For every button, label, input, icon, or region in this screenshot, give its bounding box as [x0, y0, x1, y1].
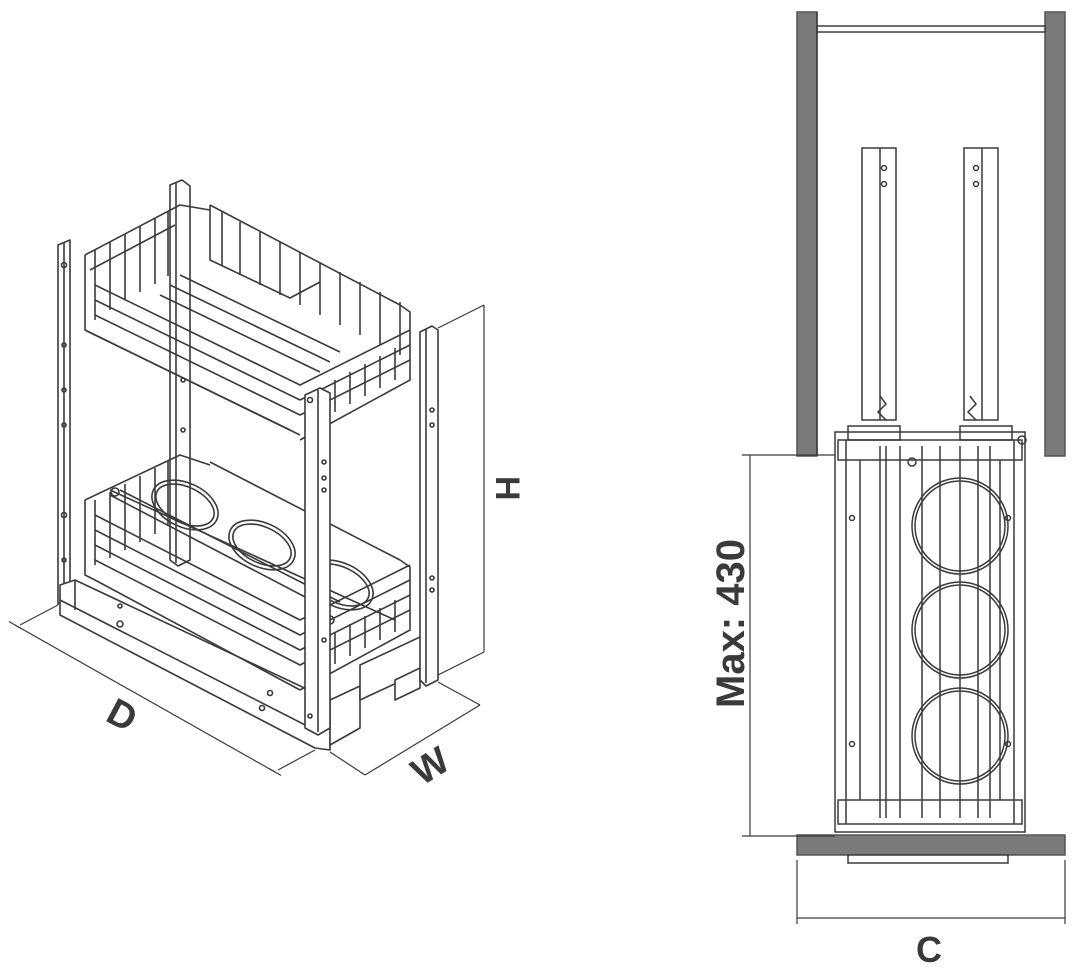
dimension-width	[329, 681, 481, 776]
lower-basket	[84, 454, 411, 691]
dimension-height	[437, 304, 485, 676]
front-view-in-cabinet	[742, 11, 1066, 924]
mounting-rails	[861, 147, 999, 421]
rear-post	[57, 239, 71, 605]
upper-basket	[84, 204, 411, 441]
dimension-max-height	[742, 454, 835, 837]
width-label: W	[404, 739, 457, 794]
bottom-runner	[59, 579, 436, 751]
bottle-rings	[911, 477, 1009, 785]
rear-right-post	[169, 179, 191, 567]
depth-label: D	[100, 691, 144, 741]
side-post	[419, 325, 439, 687]
isometric-basket-view	[8, 179, 485, 777]
height-label: H	[488, 476, 526, 501]
dimension-cabinet-width	[796, 860, 1066, 924]
cabinet	[796, 11, 1066, 864]
front-post	[304, 387, 331, 736]
cabinet-width-label: C	[916, 929, 942, 970]
basket-frame	[834, 425, 1027, 833]
dimension-depth	[8, 604, 316, 777]
max-height-label: Max: 430	[709, 539, 753, 708]
